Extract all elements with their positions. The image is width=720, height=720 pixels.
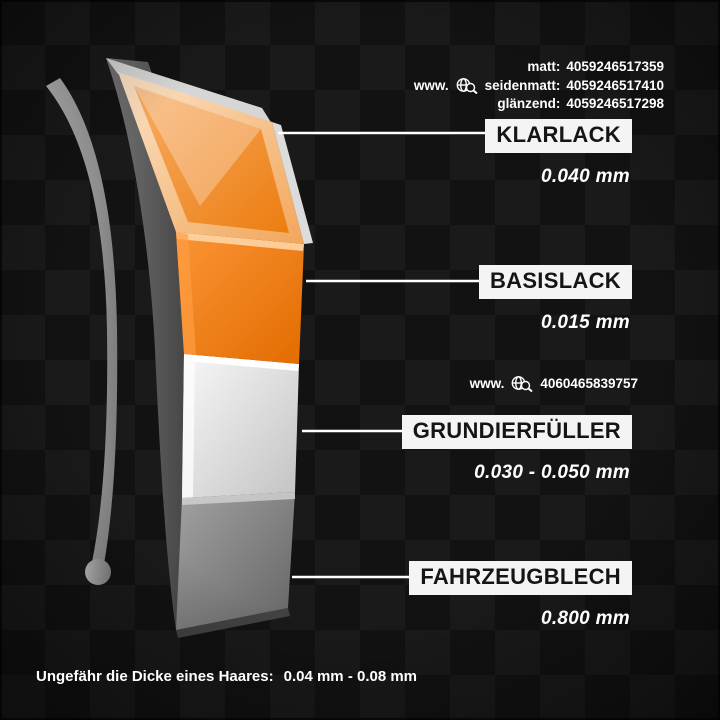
layer-label: BASISLACK bbox=[478, 265, 632, 299]
layer-label: FAHRZEUGBLECH bbox=[409, 561, 632, 595]
layer-thickness: 0.015 mm bbox=[540, 312, 630, 333]
ean-value: 4060465839757 bbox=[540, 375, 638, 391]
ean-value: 4059246517359 bbox=[566, 59, 664, 74]
ean-label: glänzend: bbox=[497, 96, 561, 111]
ean-row-matt: matt: 4059246517359 bbox=[527, 58, 664, 75]
ean-row-seidenmatt: www. seidenmatt: 4059246517410 bbox=[414, 76, 664, 94]
ean-value: 4059246517298 bbox=[566, 96, 664, 111]
globe-search-icon bbox=[455, 76, 479, 94]
ean-label: matt: bbox=[527, 59, 561, 74]
layer-entry-basislack: BASISLACK 0.015 mm bbox=[478, 265, 632, 334]
layer-label: GRUNDIERFÜLLER bbox=[401, 415, 632, 449]
hair-illustration bbox=[46, 78, 118, 585]
layer-entry-grundierfueller: GRUNDIERFÜLLER 0.030 - 0.050 mm bbox=[401, 415, 632, 484]
layer-thickness: 0.800 mm bbox=[540, 608, 630, 629]
ean-label: seidenmatt: bbox=[484, 77, 561, 93]
www-prefix: www. bbox=[413, 77, 449, 93]
layer-entry-klarlack: KLARLACK 0.040 mm bbox=[485, 119, 632, 188]
layer-thickness: 0.040 mm bbox=[540, 166, 630, 187]
layer-entry-fahrzeugblech: FAHRZEUGBLECH 0.800 mm bbox=[409, 561, 632, 630]
ean-value: 4059246517410 bbox=[566, 77, 664, 93]
connector-lines bbox=[278, 131, 525, 579]
layer-thickness: 0.030 - 0.050 mm bbox=[474, 462, 630, 483]
ean-row-grundierfueller: www. 4060465839757 bbox=[470, 374, 638, 392]
basecoat-layer-shape bbox=[176, 232, 304, 364]
globe-search-icon bbox=[510, 374, 534, 392]
layer-label: KLARLACK bbox=[485, 119, 632, 153]
note-value: 0.04 mm - 0.08 mm bbox=[283, 668, 418, 685]
metal-layer-shape bbox=[176, 492, 295, 638]
ean-list: matt: 4059246517359 www. seidenmatt: 405… bbox=[414, 58, 664, 112]
ean-row-glaenzend: glänzend: 4059246517298 bbox=[497, 95, 664, 112]
www-prefix: www. bbox=[469, 375, 505, 391]
hair-thickness-note: Ungefähr die Dicke eines Haares: 0.04 mm… bbox=[36, 668, 417, 685]
primer-layer-shape bbox=[182, 354, 299, 498]
note-label: Ungefähr die Dicke eines Haares: bbox=[36, 668, 274, 685]
